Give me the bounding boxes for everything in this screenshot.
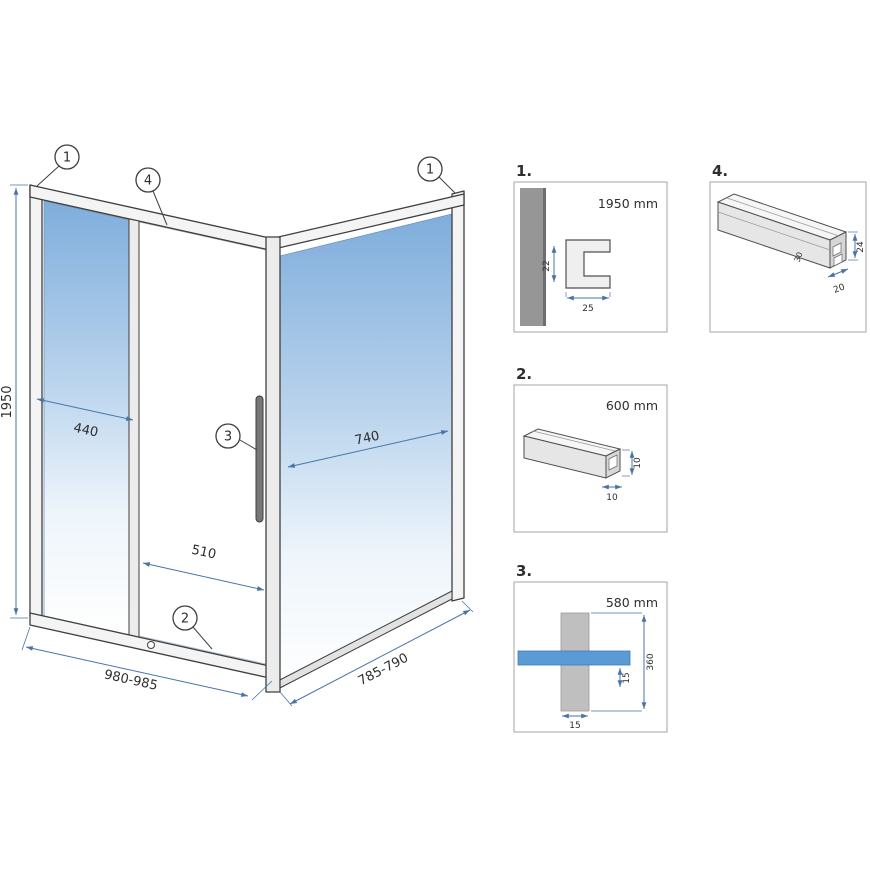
detail-view-3: 3. 580 mm 360 15 15 <box>513 562 668 733</box>
detail-4-dim-inner: 30 <box>793 251 805 264</box>
corner-profile <box>265 236 281 693</box>
detail-1-dim-width: 25 <box>582 304 593 314</box>
detail-3-dim-length: 360 <box>646 653 656 670</box>
dim-front-width-label: 980-985 <box>103 667 159 693</box>
leader-line <box>152 190 168 226</box>
detail-4-label: 4. <box>712 162 728 180</box>
dim-front-width-line <box>25 646 249 697</box>
detail-3-dim-width: 15 <box>569 721 580 731</box>
callout-number: 1 <box>63 151 71 166</box>
callout-wall-profile-right: 1 <box>417 156 456 194</box>
dim-side-depth-label: 785-790 <box>356 651 411 689</box>
detail-view-4: 4. 24 20 30 <box>709 162 867 333</box>
callout-circle <box>417 156 443 182</box>
fixed-panel-glass <box>43 200 130 636</box>
detail-2-dim-width: 10 <box>606 493 618 503</box>
detail-view-2: 2. 600 mm 10 10 <box>513 365 668 533</box>
wall-profile-right <box>451 190 465 602</box>
wall-profile-left <box>29 184 43 620</box>
dim-side-panel-label: 740 <box>353 429 380 449</box>
callout-circle <box>172 605 198 631</box>
side-panel-glass <box>279 213 453 689</box>
rail-groove-line <box>717 211 831 251</box>
door-roller <box>147 641 155 649</box>
door-glass <box>138 221 267 665</box>
callout-number: 2 <box>181 612 189 627</box>
detail-2-dim-height: 10 <box>633 457 643 469</box>
rail-channel <box>832 242 842 257</box>
detail-view-1: 1. 1950 mm 22 25 <box>513 162 668 333</box>
door-handle <box>255 395 264 523</box>
dim-line <box>827 268 849 278</box>
callout-bottom-rail: 2 <box>172 605 213 650</box>
wall-profile-cross-section <box>565 239 611 289</box>
wall-section <box>520 188 545 326</box>
extension-line <box>251 680 273 701</box>
dim-door-line <box>142 562 265 591</box>
dim-door-label: 510 <box>190 543 217 563</box>
callout-circle <box>135 167 161 193</box>
detail-3-dim-offset: 15 <box>622 672 632 683</box>
leader-line <box>36 165 60 187</box>
callout-wall-profile-left: 1 <box>36 144 80 187</box>
dim-height-label: 1950 <box>0 385 15 418</box>
extension-line <box>21 626 31 651</box>
leader-line <box>438 176 456 194</box>
callout-number: 1 <box>426 163 434 178</box>
detail-1-label: 1. <box>516 162 532 180</box>
dim-side-panel-line <box>287 430 449 468</box>
detail-2-length: 600 mm <box>606 398 658 413</box>
uprofile-channel <box>608 454 618 471</box>
detail-2-label: 2. <box>516 365 532 383</box>
extension-line <box>461 600 474 613</box>
detail-3-length: 580 mm <box>606 595 658 610</box>
wall-edge <box>543 188 546 326</box>
callout-circle <box>54 144 80 170</box>
callout-top-rail: 4 <box>135 167 168 226</box>
dim-fixed-panel-label: 440 <box>72 421 99 441</box>
dim-side-depth-line <box>289 609 471 705</box>
detail-3-label: 3. <box>516 562 532 580</box>
leader-line <box>192 626 213 650</box>
callout-handle: 3 <box>215 423 258 451</box>
detail-1-dim-height: 22 <box>542 260 552 271</box>
leader-line <box>239 439 258 451</box>
detail-1-length: 1950 mm <box>598 196 658 211</box>
callout-number: 3 <box>224 430 232 445</box>
callouts: 1 4 1 3 2 <box>36 144 456 650</box>
rail-channel <box>833 253 843 267</box>
glass-edge-section <box>517 650 631 666</box>
dim-fixed-panel-line <box>36 398 134 421</box>
door-stile <box>128 218 140 639</box>
detail-4-dim-width: 20 <box>832 282 846 295</box>
callout-circle <box>215 423 241 449</box>
rail-groove-line <box>726 197 840 237</box>
dimension-lines <box>10 184 474 707</box>
callout-number: 4 <box>144 174 152 189</box>
uprofile-groove-line <box>532 430 616 452</box>
detail-4-dim-height: 24 <box>856 241 866 253</box>
